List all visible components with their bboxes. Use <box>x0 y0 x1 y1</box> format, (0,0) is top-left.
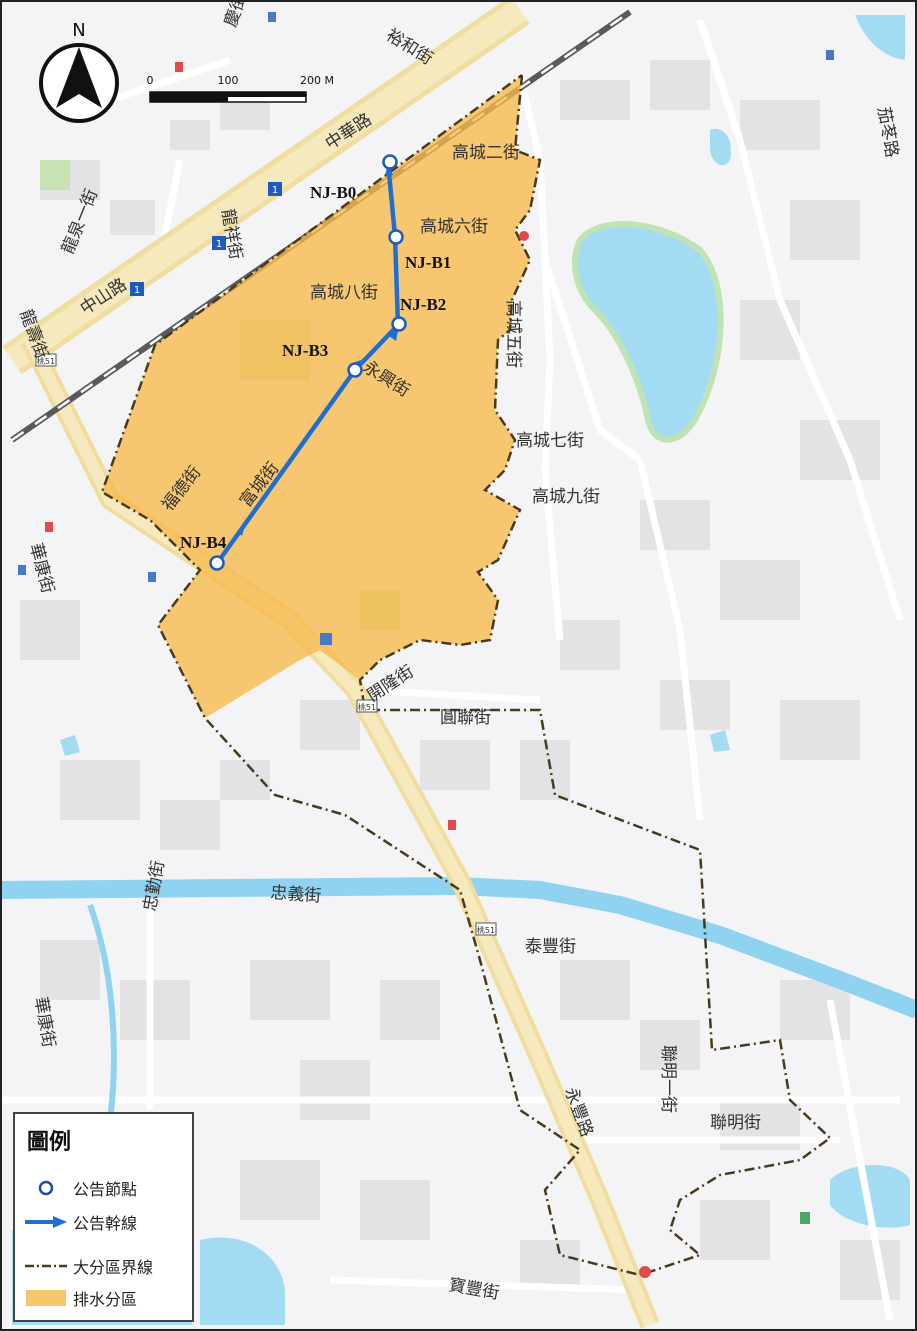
north-arrow: N <box>39 20 119 123</box>
svg-text:桃51: 桃51 <box>477 925 495 935</box>
legend-item-catchment: 排水分區 <box>23 1286 137 1310</box>
street-label: 聯明一街 <box>658 1045 678 1113</box>
north-label: N <box>72 20 85 41</box>
street-label: 高城二街 <box>452 143 520 163</box>
legend-label: 公告幹線 <box>73 1214 138 1233</box>
main-roads <box>2 0 660 1329</box>
node-icon <box>23 1176 69 1200</box>
street-label: 高城七街 <box>516 431 584 451</box>
street-label: 圓聯街 <box>440 708 491 728</box>
street-label: 忠義街 <box>270 883 322 907</box>
scale-tick: 0 <box>147 74 154 87</box>
svg-text:桃51: 桃51 <box>358 702 376 712</box>
street-label: 高城八街 <box>310 283 378 303</box>
node-marker-nj-b2[interactable] <box>391 316 407 332</box>
node-label: NJ-B3 <box>282 341 328 360</box>
road-shield-4: 1 <box>268 182 282 196</box>
street-label: 聯明街 <box>710 1113 761 1133</box>
catchment-area-icon <box>23 1286 69 1310</box>
boundary-line-icon <box>23 1254 69 1278</box>
node-labels: NJ-B0 NJ-B1 NJ-B2 NJ-B3 NJ-B4 <box>180 183 451 552</box>
street-label: 高城九街 <box>532 487 600 507</box>
legend-item-trunk: 公告幹線 <box>23 1210 137 1234</box>
scale-tick: 200 M <box>300 74 334 87</box>
node-label: NJ-B1 <box>405 253 451 272</box>
node-label: NJ-B0 <box>310 183 356 202</box>
legend-item-node: 公告節點 <box>23 1176 137 1200</box>
road-shield-2: 桃51 <box>356 699 378 713</box>
scale-tick: 100 <box>218 74 239 87</box>
road-shield-6: 1 <box>130 282 144 296</box>
legend-label: 公告節點 <box>73 1180 138 1199</box>
creek <box>87 903 117 1121</box>
node-marker-nj-b0[interactable] <box>382 154 398 170</box>
node-marker-nj-b1[interactable] <box>388 229 404 245</box>
svg-text:1: 1 <box>134 285 140 296</box>
legend-label: 大分區界線 <box>73 1258 154 1277</box>
park-area-3 <box>40 160 70 190</box>
svg-text:1: 1 <box>272 185 278 196</box>
svg-text:桃51: 桃51 <box>37 356 55 366</box>
road-shields: 桃51 桃51 桃51 1 1 1 <box>35 182 497 936</box>
node-marker-nj-b4[interactable] <box>209 555 225 571</box>
legend-label: 排水分區 <box>73 1290 138 1309</box>
road-shield-3: 桃51 <box>475 922 497 936</box>
node-label: NJ-B2 <box>400 295 446 314</box>
legend-title: 圖例 <box>27 1130 72 1155</box>
minor-streets <box>0 18 904 1321</box>
catchment-area <box>102 75 540 718</box>
legend-item-boundary: 大分區界線 <box>23 1254 153 1278</box>
street-label: 泰豐街 <box>525 937 576 957</box>
street-label: 高城五街 <box>503 300 523 368</box>
nodes <box>209 154 407 571</box>
node-marker-nj-b3[interactable] <box>347 362 363 378</box>
svg-text:1: 1 <box>216 239 222 250</box>
node-label: NJ-B4 <box>180 533 227 552</box>
street-label: 高城六街 <box>420 217 488 237</box>
legend-panel: 圖例 公告節點 公告幹線 大分區界線 排水分區 <box>13 1112 194 1322</box>
trunk-line-icon <box>23 1210 69 1234</box>
poi-icons <box>18 12 834 1278</box>
road-shield-1: 桃51 <box>35 353 57 367</box>
scale-bar: 0 100 200 M <box>147 74 334 103</box>
road-shield-5: 1 <box>212 236 226 250</box>
building-blocks <box>20 60 900 1300</box>
